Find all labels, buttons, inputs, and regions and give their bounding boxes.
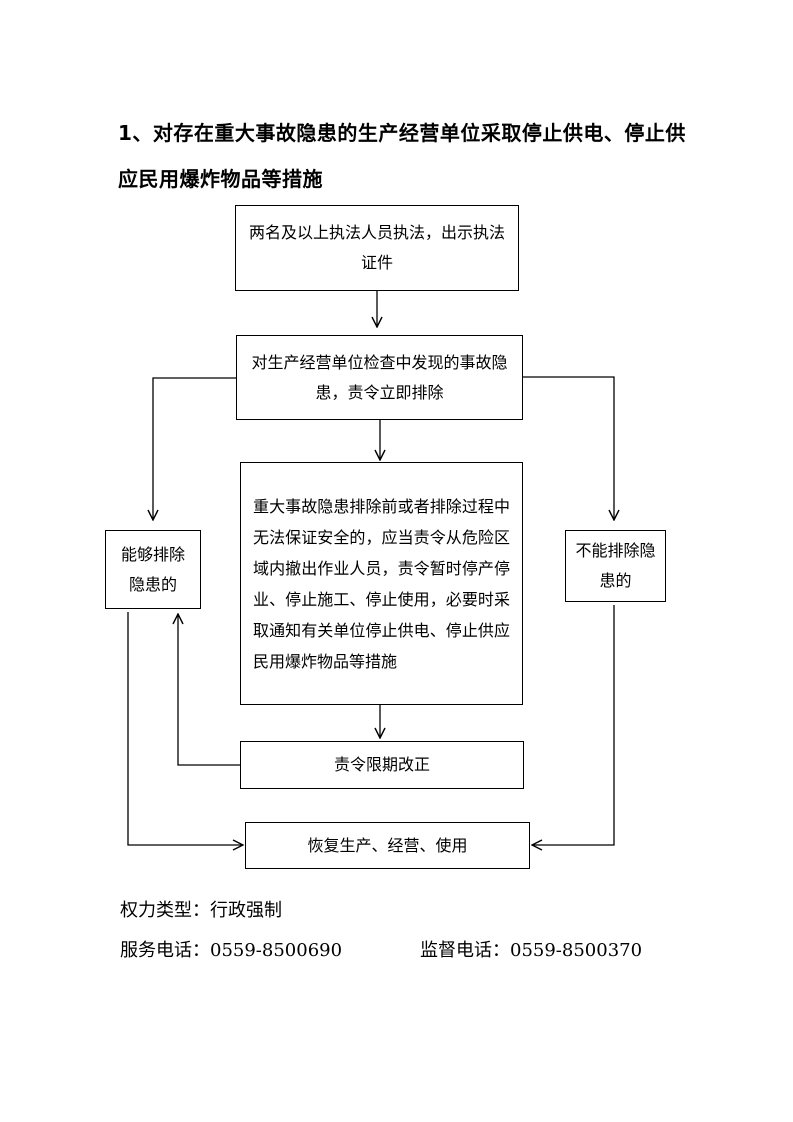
power-type: 权力类型：行政强制	[120, 900, 282, 921]
arrow-step2-can	[153, 377, 236, 520]
step-order-elimination-text: 对生产经营单位检查中发现的事故隐患，责令立即排除	[251, 352, 508, 402]
step-resume-operation-text: 恢复生产、经营、使用	[307, 835, 468, 855]
step-order-elimination: 对生产经营单位检查中发现的事故隐患，责令立即排除	[236, 335, 523, 420]
branch-can-eliminate-text: 能够排除隐患的	[120, 544, 185, 594]
supervision-phone: 监督电话：0559-8500370	[420, 940, 643, 961]
branch-can-eliminate: 能够排除隐患的	[105, 530, 201, 609]
branch-cannot-eliminate-text: 不能排除隐患的	[575, 541, 656, 590]
service-phone: 服务电话：0559-8500690	[120, 940, 343, 961]
step-rectify-deadline: 责令限期改正	[240, 741, 524, 789]
step-present-credentials-text: 两名及以上执法人员执法，出示执法证件	[248, 223, 505, 272]
step-resume-operation: 恢复生产、经营、使用	[245, 822, 530, 869]
page-title: 1、对存在重大事故隐患的生产经营单位采取停止供电、停止供应民用爆炸物品等措施	[118, 121, 686, 191]
step-present-credentials: 两名及以上执法人员执法，出示执法证件	[235, 205, 519, 291]
arrow-can-resume	[127, 612, 243, 845]
arrow-cannot-resume	[532, 605, 615, 845]
branch-cannot-eliminate: 不能排除隐患的	[565, 530, 666, 602]
step-stop-measures: 重大事故隐患排除前或者排除过程中无法保证安全的，应当责令从危险区域内撤出作业人员…	[240, 462, 523, 705]
step-stop-measures-text: 重大事故隐患排除前或者排除过程中无法保证安全的，应当责令从危险区域内撤出作业人员…	[253, 496, 510, 671]
arrow-step2-cannot	[523, 376, 614, 520]
step-rectify-deadline-text: 责令限期改正	[333, 755, 430, 774]
arrow-rectify-can	[178, 614, 240, 766]
